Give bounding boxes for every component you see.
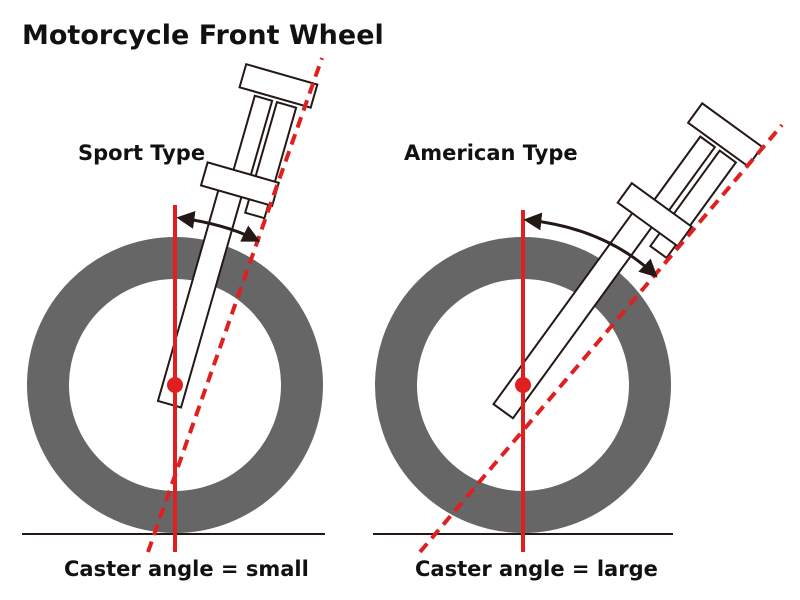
- panel-american-type: American Type Caster angle = large: [373, 101, 784, 581]
- axle-point: [167, 377, 183, 393]
- panel-heading-sport: Sport Type: [78, 141, 205, 165]
- steering-axis-line: [418, 123, 784, 554]
- caster-angle-arrow: [176, 210, 261, 242]
- panel-heading-american: American Type: [404, 141, 578, 165]
- caster-caption-american: Caster angle = large: [415, 557, 658, 581]
- axle-point: [515, 377, 531, 393]
- front-fork: [156, 62, 319, 409]
- caster-caption-sport: Caster angle = small: [64, 557, 309, 581]
- diagram-title: Motorcycle Front Wheel: [22, 20, 384, 51]
- upper-triple-clamp: [686, 101, 764, 168]
- caster-angle-arrow: [523, 212, 658, 278]
- fork-tube: [156, 183, 245, 409]
- steering-axis-line: [146, 57, 324, 553]
- panel-sport-type: Sport Type Caster angle = small: [22, 57, 325, 581]
- upper-triple-clamp: [238, 62, 319, 109]
